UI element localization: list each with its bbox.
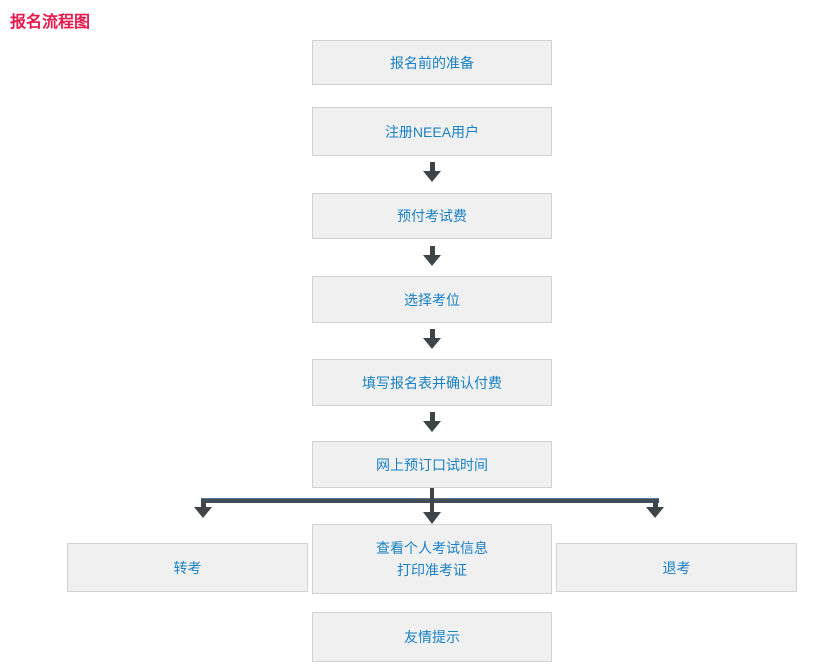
flow-step-prepay-fee[interactable]: 预付考试费 [312, 193, 552, 239]
arrow-stem [200, 502, 206, 507]
flow-step-preparation[interactable]: 报名前的准备 [312, 40, 552, 85]
arrow-down-icon [423, 488, 441, 524]
flow-branch-label: 退考 [662, 559, 691, 576]
arrow-head [423, 512, 441, 524]
flow-step-label: 选择考位 [404, 291, 460, 308]
flow-branch-label: 转考 [173, 559, 202, 576]
flow-step-book-oral-test-time[interactable]: 网上预订口试时间 [312, 441, 552, 488]
flow-step-label: 填写报名表并确认付费 [362, 374, 502, 391]
flow-step-label: 网上预订口试时间 [376, 456, 488, 473]
arrow-down-icon [423, 246, 441, 266]
arrow-stem [429, 162, 435, 171]
arrow-down-icon [646, 502, 664, 518]
flow-step-register-neea[interactable]: 注册NEEA用户 [312, 107, 552, 156]
arrow-stem [652, 502, 658, 507]
arrow-head [194, 507, 212, 518]
flow-step-label: 注册NEEA用户 [384, 123, 480, 140]
flow-step-select-seat[interactable]: 选择考位 [312, 276, 552, 323]
arrow-down-icon [423, 412, 441, 432]
arrow-stem [430, 488, 434, 512]
flow-step-fill-form-confirm-payment[interactable]: 填写报名表并确认付费 [312, 359, 552, 406]
arrow-down-icon [194, 502, 212, 518]
page-title: 报名流程图 [10, 14, 91, 31]
flow-branch-view-info-print-ticket[interactable]: 查看个人考试信息 打印准考证 [312, 524, 552, 594]
flow-branch-label-line2: 打印准考证 [397, 562, 467, 578]
arrow-stem [429, 412, 435, 421]
arrow-down-icon [423, 162, 441, 182]
arrow-head [423, 171, 441, 182]
arrow-stem [429, 329, 435, 338]
flow-branch-withdraw-exam[interactable]: 退考 [556, 543, 797, 592]
flow-branch-label-line1: 查看个人考试信息 [376, 539, 488, 556]
arrow-head [423, 421, 441, 432]
arrow-head [646, 507, 664, 518]
flow-step-label: 报名前的准备 [390, 54, 474, 71]
flow-step-label: 预付考试费 [397, 208, 467, 224]
flow-footer-label: 友情提示 [404, 629, 460, 645]
flow-footer-friendly-tips[interactable]: 友情提示 [312, 612, 552, 662]
arrow-head [423, 338, 441, 349]
flow-branch-transfer-exam[interactable]: 转考 [67, 543, 308, 592]
arrow-down-icon [423, 329, 441, 349]
arrow-stem [429, 246, 435, 255]
arrow-head [423, 255, 441, 266]
